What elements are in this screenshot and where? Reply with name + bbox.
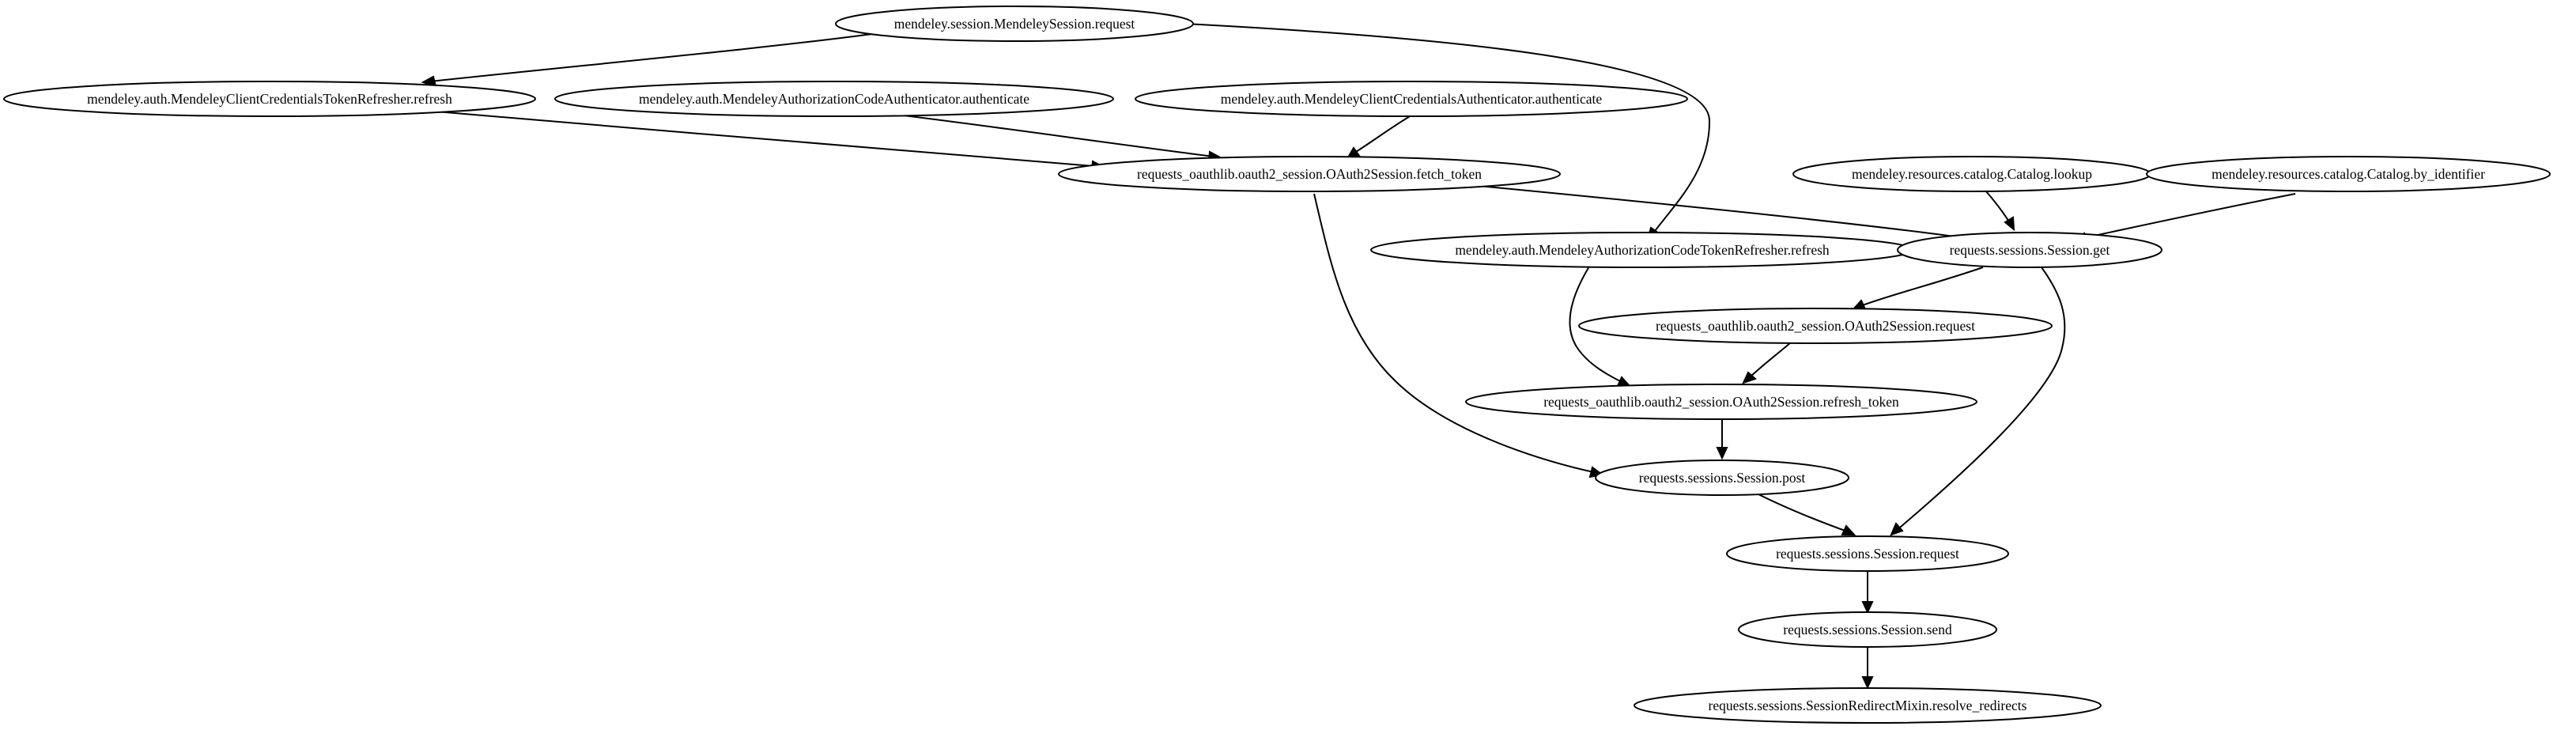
node-label: requests_oauthlib.oauth2_session.OAuth2S…: [1543, 394, 1899, 410]
node-resolve-redirects: requests.sessions.SessionRedirectMixin.r…: [1634, 687, 2102, 724]
node-catalog-lookup: mendeley.resources.catalog.Catalog.looku…: [1792, 156, 2151, 192]
node-label: requests.sessions.Session.get: [1950, 242, 2110, 258]
edge-session-post-to-session-request: [1756, 493, 1856, 535]
node-label: mendeley.auth.MendeleyAuthorizationCodeA…: [639, 91, 1029, 107]
node-mendeley-session-request: mendeley.session.MendeleySession.request: [835, 6, 1194, 42]
node-session-get: requests.sessions.Session.get: [1897, 232, 2162, 268]
node-label: mendeley.auth.MendeleyAuthorizationCodeT…: [1455, 242, 1830, 258]
edge-oauth2-request-to-refresh-token: [1742, 342, 1792, 384]
edge-catalog-lookup-to-session-get: [1985, 191, 2015, 232]
node-label: requests_oauthlib.oauth2_session.OAuth2S…: [1137, 166, 1482, 182]
node-label: requests.sessions.Session.send: [1783, 622, 1952, 637]
node-label: mendeley.resources.catalog.Catalog.looku…: [1852, 166, 2092, 182]
node-label: mendeley.session.MendeleySession.request: [894, 16, 1135, 32]
node-session-post: requests.sessions.Session.post: [1595, 460, 1849, 496]
edge-refresh-token-to-session-post: [1716, 419, 1728, 460]
node-oauth2-refresh-token: requests_oauthlib.oauth2_session.OAuth2S…: [1465, 384, 1977, 420]
node-session-request: requests.sessions.Session.request: [1726, 535, 2009, 572]
edge-session-get-to-session-request: [1890, 267, 2066, 536]
node-authorization-code-authenticator-authenticate: mendeley.auth.MendeleyAuthorizationCodeA…: [554, 81, 1114, 117]
node-client-credentials-refresher-refresh: mendeley.auth.MendeleyClientCredentialsT…: [3, 81, 536, 117]
node-session-send: requests.sessions.Session.send: [1738, 611, 1997, 648]
node-catalog-by-identifier: mendeley.resources.catalog.Catalog.by_id…: [2146, 156, 2551, 192]
node-label: mendeley.auth.MendeleyClientCredentialsA…: [1221, 91, 1603, 107]
node-label: requests_oauthlib.oauth2_session.OAuth2S…: [1656, 318, 1975, 334]
node-label: mendeley.resources.catalog.Catalog.by_id…: [2212, 166, 2485, 182]
node-label: requests.sessions.SessionRedirectMixin.r…: [1709, 698, 2027, 713]
node-label: mendeley.auth.MendeleyClientCredentialsT…: [87, 91, 452, 107]
node-client-credentials-authenticator-authenticate: mendeley.auth.MendeleyClientCredentialsA…: [1135, 81, 1688, 117]
node-oauth2-fetch-token: requests_oauthlib.oauth2_session.OAuth2S…: [1058, 156, 1561, 192]
edge-session-send-to-resolve-redirects: [1861, 647, 1874, 690]
node-label: requests.sessions.Session.post: [1639, 470, 1806, 486]
edge-session-request-to-session-send: [1861, 571, 1874, 615]
node-oauth2-request: requests_oauthlib.oauth2_session.OAuth2S…: [1578, 308, 2053, 344]
node-label: requests.sessions.Session.request: [1776, 546, 1959, 562]
node-authorization-code-refresher-refresh: mendeley.auth.MendeleyAuthorizationCodeT…: [1370, 232, 1914, 268]
